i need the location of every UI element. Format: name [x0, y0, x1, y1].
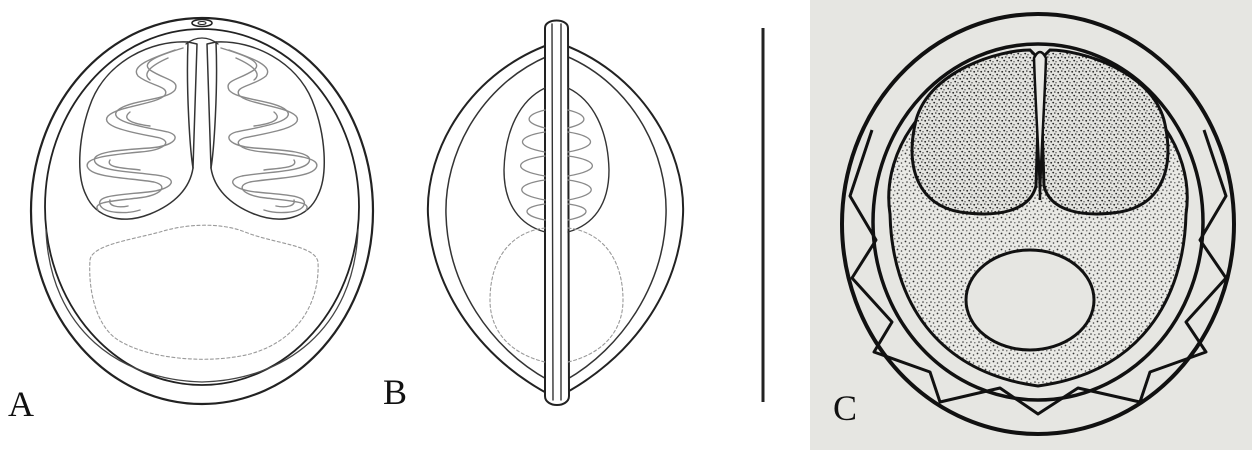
panel-a-drawing [31, 18, 373, 404]
panel-b-drawing [428, 21, 683, 406]
panel-c-oval-cavity [966, 250, 1094, 350]
panel-label-b: B [383, 374, 407, 410]
panel-b-central-rib [545, 21, 569, 406]
panel-a-dashed-region [90, 225, 318, 359]
panel-a-left-coils [87, 48, 183, 213]
panel-label-a: A [8, 386, 34, 422]
panel-a-inner-shell [45, 29, 359, 385]
panel-a-right-coils [221, 48, 317, 213]
panel-label-c: C [833, 390, 857, 426]
panel-a-outer-shell [31, 18, 373, 404]
panel-c-drawing [810, 0, 1252, 450]
panel-a-central-stalk [187, 42, 216, 168]
panel-a-polar-pore [192, 20, 212, 27]
